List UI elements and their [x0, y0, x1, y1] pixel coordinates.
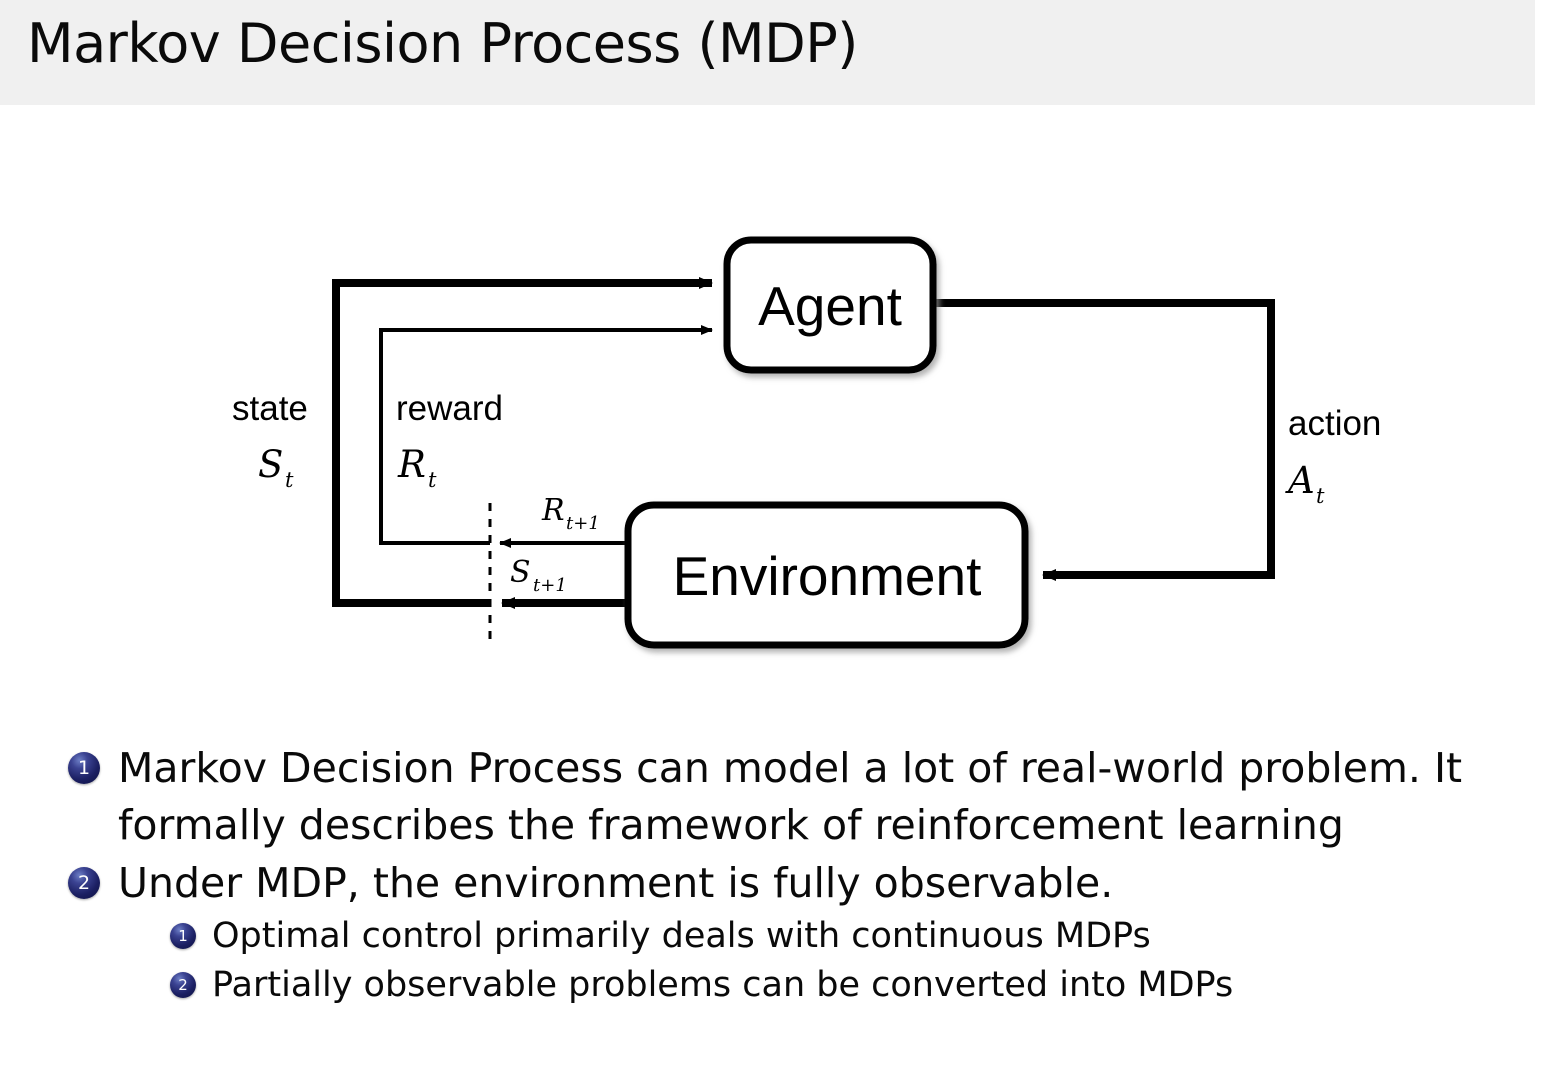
slide-header-bar: Markov Decision Process (MDP): [0, 0, 1535, 105]
bullet-list: 1 Markov Decision Process can model a lo…: [0, 740, 1546, 1010]
next-reward-subscript: t+1: [566, 513, 600, 534]
list-item-text: Markov Decision Process can model a lot …: [118, 744, 1463, 850]
list-item: 1 Markov Decision Process can model a lo…: [68, 740, 1546, 855]
next-reward-symbol: R: [541, 493, 565, 528]
state-feedback-path: [332, 277, 713, 607]
bullet-number-badge: 1: [170, 923, 196, 950]
page-title: Markov Decision Process (MDP): [27, 12, 858, 75]
list-item-text: Partially observable problems can be con…: [212, 965, 1234, 1006]
list-item-text: Under MDP, the environment is fully obse…: [118, 858, 1114, 907]
action-label-symbol: A: [1285, 459, 1315, 502]
bullet-number-badge: 1: [68, 752, 100, 784]
list-item: 2 Partially observable problems can be c…: [170, 961, 1546, 1010]
reward-label-subscript: t: [428, 468, 437, 492]
environment-box: Environment: [624, 501, 1029, 649]
environment-box-label: Environment: [673, 545, 982, 607]
next-state-label: S t+1: [510, 555, 567, 596]
list-item-text: Optimal control primarily deals with con…: [212, 916, 1151, 957]
action-label-word: action: [1288, 404, 1381, 443]
next-state-subscript: t+1: [533, 575, 567, 596]
action-label: action A t: [1285, 404, 1381, 508]
next-reward-label: R t+1: [541, 493, 600, 534]
mdp-interaction-diagram: Agent Environment state S t reward R t a…: [0, 105, 1546, 705]
agent-box: Agent: [723, 236, 937, 374]
state-label: state S t: [232, 389, 308, 492]
reward-feedback-path: [379, 325, 713, 545]
next-state-symbol: S: [510, 555, 531, 590]
reward-label-word: reward: [396, 389, 503, 428]
agent-box-label: Agent: [758, 275, 902, 337]
reward-label-symbol: R: [397, 443, 426, 486]
action-path: [933, 299, 1275, 581]
action-label-subscript: t: [1316, 484, 1325, 508]
state-label-word: state: [232, 389, 308, 428]
list-item: 1 Optimal control primarily deals with c…: [170, 912, 1546, 961]
bullet-number-badge: 2: [68, 866, 100, 899]
list-item: 2 Under MDP, the environment is fully ob…: [68, 855, 1546, 912]
reward-label: reward R t: [396, 389, 503, 492]
state-label-subscript: t: [285, 468, 294, 492]
bullet-number-badge: 2: [170, 972, 196, 999]
state-label-symbol: S: [258, 443, 283, 486]
